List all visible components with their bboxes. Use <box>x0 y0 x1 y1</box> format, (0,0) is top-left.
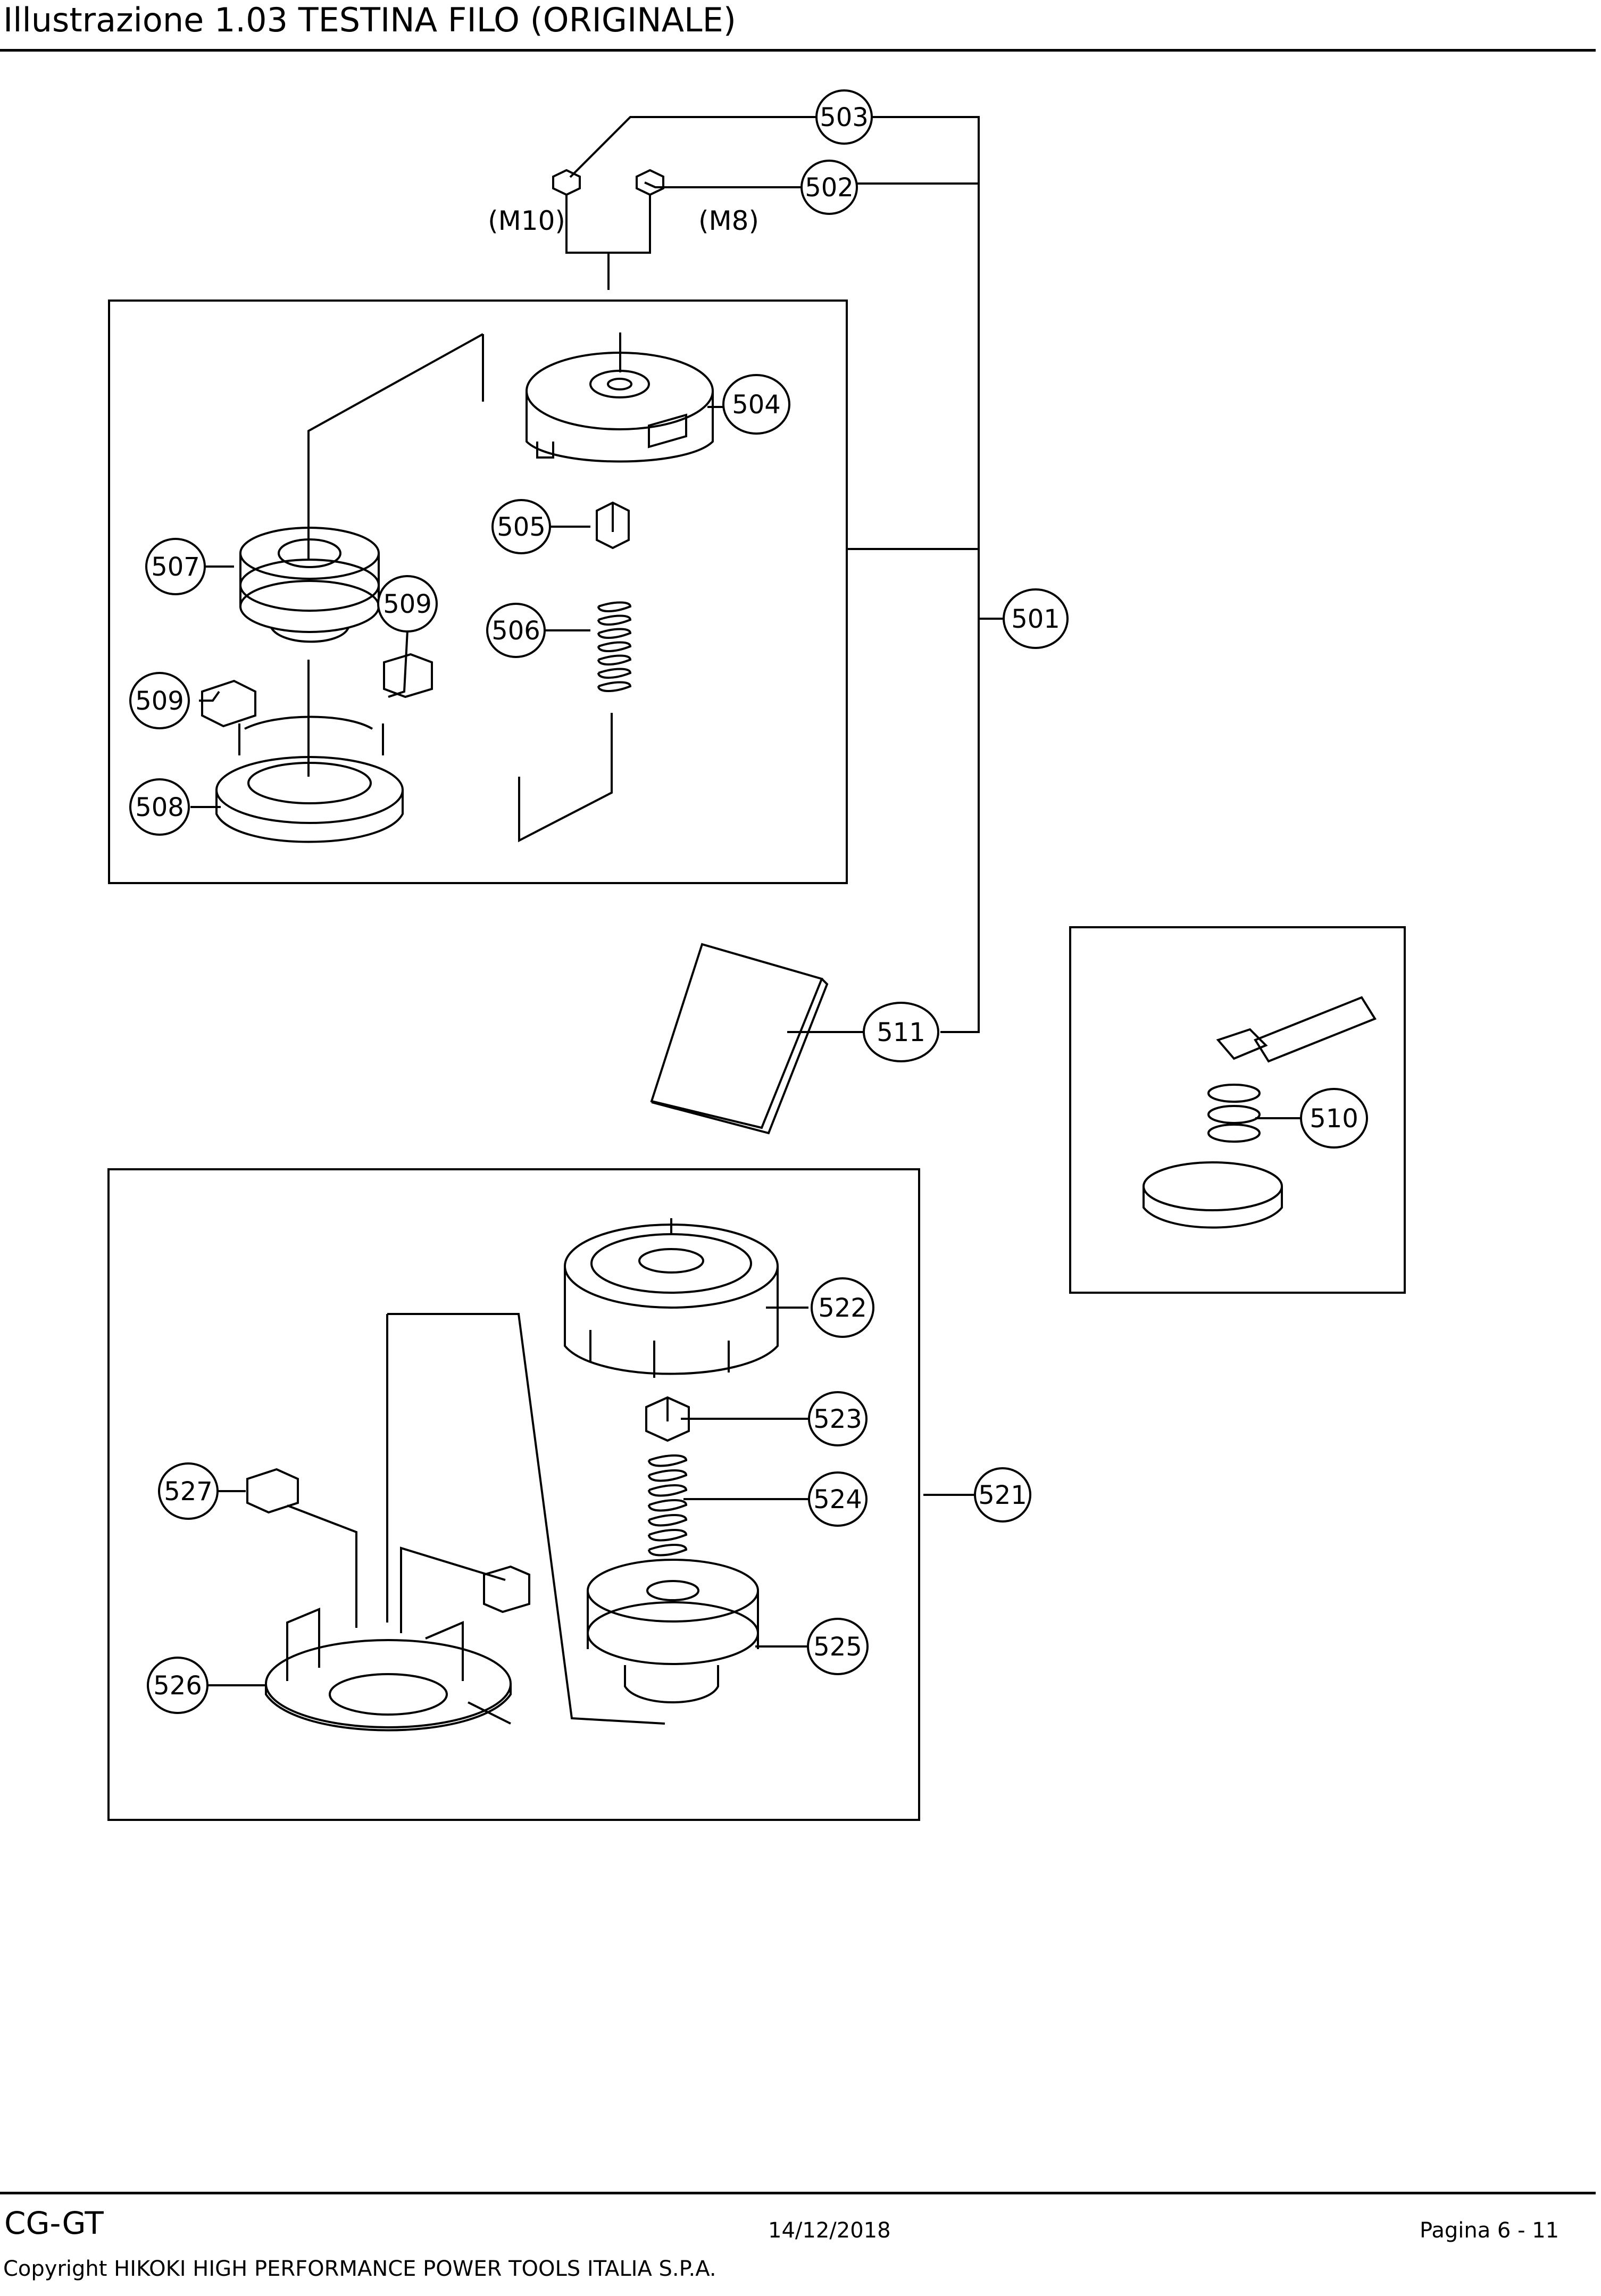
callout-508: 508 <box>135 793 184 822</box>
callout-circle-510 <box>1300 1088 1368 1149</box>
callout-510: 510 <box>1310 1104 1358 1134</box>
callout-circle-503 <box>815 89 873 145</box>
nut-523 <box>645 1396 690 1442</box>
callout-circle-502 <box>800 160 858 215</box>
callout-506: 506 <box>491 616 540 646</box>
bolt-502 <box>636 169 664 210</box>
spring-506 <box>597 601 632 692</box>
page-title: Illustrazione 1.03 TESTINA FILO (ORIGINA… <box>3 1 736 39</box>
m10-label: (M10) <box>488 205 565 236</box>
leader-527b-guide <box>400 1546 506 1633</box>
bracket-501-top <box>871 116 980 597</box>
clip-509-right <box>383 653 433 698</box>
callout-502: 502 <box>805 173 854 203</box>
callout-501: 501 <box>1011 604 1060 634</box>
callout-523: 523 <box>813 1404 862 1434</box>
callout-521: 521 <box>978 1480 1027 1510</box>
clip-527-left <box>246 1468 299 1514</box>
callout-525: 525 <box>813 1632 862 1662</box>
guide-line-507 <box>307 333 483 559</box>
document-date: 14/12/2018 <box>768 2218 891 2243</box>
callout-509a: 509 <box>383 589 432 619</box>
lower-assembly-frame <box>107 1168 920 1821</box>
leader-502 <box>644 181 802 188</box>
model-code: CG-GT <box>4 2205 104 2241</box>
callout-circle-523 <box>808 1391 868 1446</box>
nut-505 <box>596 501 630 550</box>
m8-label: (M8) <box>698 205 759 236</box>
clip-527-right <box>483 1565 530 1613</box>
callout-524: 524 <box>813 1485 862 1515</box>
callout-511: 511 <box>877 1018 925 1047</box>
leader-509a <box>199 691 220 702</box>
callout-527: 527 <box>164 1477 213 1507</box>
spool-cap-522 <box>564 1224 779 1378</box>
callout-507: 507 <box>151 552 200 582</box>
bracket-511 <box>940 597 980 1033</box>
spool-cap-504 <box>526 352 714 463</box>
leader-527-guide <box>287 1504 357 1628</box>
guide-line-526 <box>387 1313 665 1725</box>
callout-505: 505 <box>497 512 546 542</box>
callout-circle-524 <box>808 1471 868 1527</box>
upper-assembly-frame <box>108 300 848 884</box>
callout-circle-509a <box>377 575 438 633</box>
leader-509b <box>388 630 408 698</box>
bolt-503 <box>552 169 581 210</box>
callout-circle-507 <box>145 538 206 595</box>
callout-509b: 509 <box>135 686 184 716</box>
footer-divider <box>0 2192 1596 2194</box>
callout-circle-521 <box>974 1467 1031 1523</box>
guide-line-506 <box>518 713 613 843</box>
spring-524 <box>648 1454 688 1557</box>
housing-526 <box>265 1608 512 1732</box>
callout-circle-511 <box>863 1002 939 1062</box>
callout-503: 503 <box>820 103 869 132</box>
spool-525 <box>587 1559 759 1703</box>
callout-504: 504 <box>732 390 781 420</box>
header-divider <box>0 49 1596 52</box>
callout-526: 526 <box>153 1671 202 1701</box>
callout-circle-504 <box>722 374 790 435</box>
leader-503 <box>569 116 818 178</box>
inset-frame <box>1069 926 1406 1294</box>
callout-circle-506 <box>486 603 546 658</box>
callout-circle-526 <box>147 1657 209 1714</box>
bolt-bracket <box>565 210 651 254</box>
copyright-notice: Copyright HIKOKI HIGH PERFORMANCE POWER … <box>3 2257 716 2281</box>
instruction-manual-511 <box>650 943 829 1135</box>
housing-508 <box>215 716 404 843</box>
inset-head-510 <box>1143 996 1377 1229</box>
callout-circle-527 <box>158 1462 219 1520</box>
callout-522: 522 <box>818 1293 867 1323</box>
callout-circle-522 <box>811 1277 874 1338</box>
callout-circle-501 <box>1003 588 1069 649</box>
clip-509-left <box>201 679 256 728</box>
callout-circle-525 <box>807 1618 869 1675</box>
callout-circle-509b <box>129 672 190 729</box>
callout-circle-508 <box>129 778 190 836</box>
callout-circle-505 <box>491 499 551 554</box>
page-number: Pagina 6 - 11 <box>1420 2218 1560 2243</box>
